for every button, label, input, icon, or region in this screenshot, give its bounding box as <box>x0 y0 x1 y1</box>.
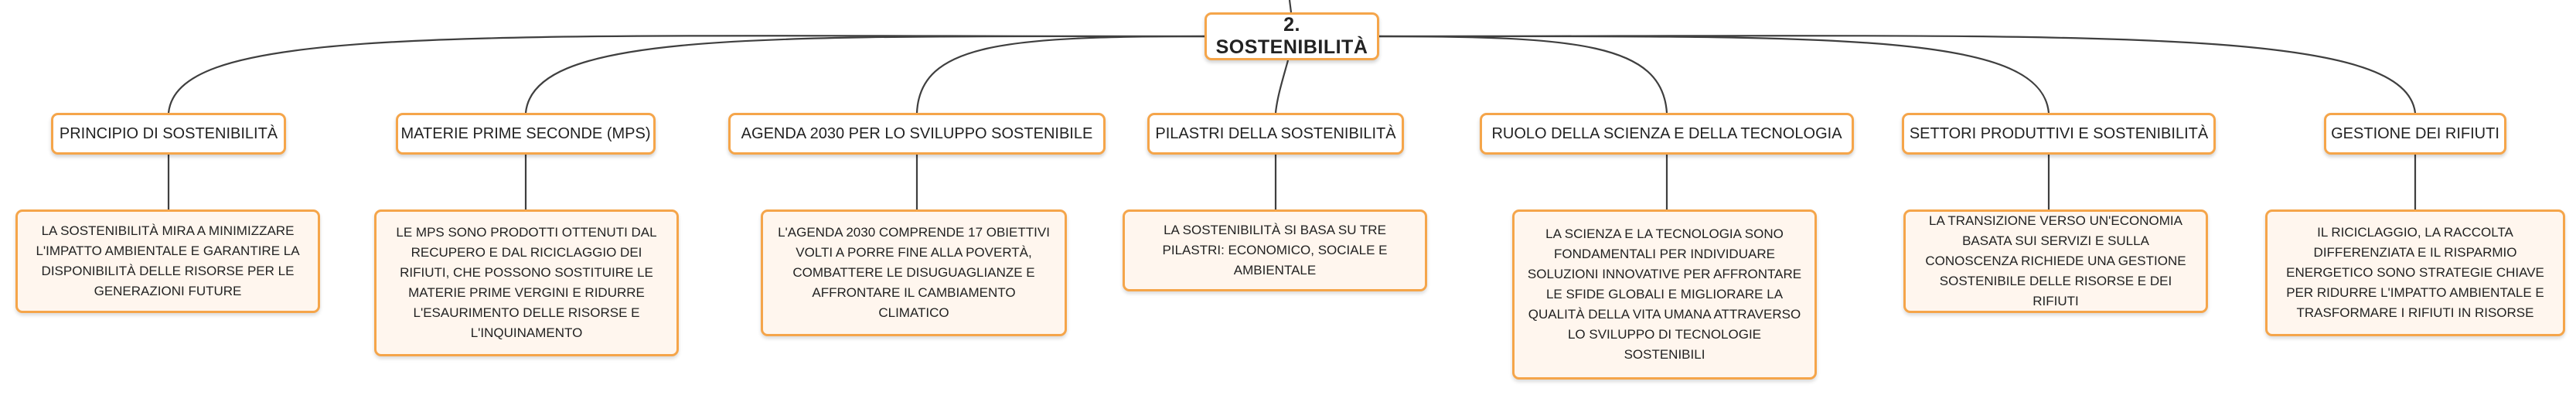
detail-materie-prime-seconde[interactable]: LE MPS SONO PRODOTTI OTTENUTI DAL RECUPE… <box>374 209 679 356</box>
topic-pilastri-sostenibilita[interactable]: PILASTRI DELLA SOSTENIBILITÀ <box>1147 113 1404 155</box>
connector-root-topic-5 <box>1378 35 1668 114</box>
central-topic-label: 2. SOSTENIBILITÀ <box>1215 14 1368 58</box>
detail-text: IL RICICLAGGIO, LA RACCOLTA DIFFERENZIAT… <box>2286 225 2544 320</box>
connector-root-topic-2 <box>524 35 1205 114</box>
topic-label: MATERIE PRIME SECONDE (MPS) <box>400 124 651 142</box>
detail-principio-sostenibilita[interactable]: LA SOSTENIBILITÀ MIRA A MINIMIZZARE L'IM… <box>15 209 320 313</box>
topic-settori-produttivi[interactable]: SETTORI PRODUTTIVI E SOSTENIBILITÀ <box>1902 113 2216 155</box>
topic-label: PRINCIPIO DI SOSTENIBILITÀ <box>59 124 278 142</box>
connector-root-topic-4 <box>1274 60 1290 114</box>
detail-text: LA SOSTENIBILITÀ MIRA A MINIMIZZARE L'IM… <box>36 223 300 298</box>
root-stub-line <box>1288 0 1293 13</box>
topic-label: PILASTRI DELLA SOSTENIBILITÀ <box>1155 124 1396 142</box>
topic-label: AGENDA 2030 PER LO SVILUPPO SOSTENIBILE <box>741 124 1093 142</box>
detail-gestione-rifiuti[interactable]: IL RICICLAGGIO, LA RACCOLTA DIFFERENZIAT… <box>2265 209 2565 336</box>
detail-text: LA TRANSIZIONE VERSO UN'ECONOMIA BASATA … <box>1925 213 2186 308</box>
topic-principio-sostenibilita[interactable]: PRINCIPIO DI SOSTENIBILITÀ <box>51 113 286 155</box>
connector-root-topic-1 <box>167 35 1205 114</box>
detail-text: LA SOSTENIBILITÀ SI BASA SU TRE PILASTRI… <box>1162 223 1388 278</box>
detail-text: LE MPS SONO PRODOTTI OTTENUTI DAL RECUPE… <box>396 225 657 340</box>
topic-label: GESTIONE DEI RIFIUTI <box>2331 124 2499 142</box>
topic-materie-prime-seconde[interactable]: MATERIE PRIME SECONDE (MPS) <box>396 113 656 155</box>
topic-label: RUOLO DELLA SCIENZA E DELLA TECNOLOGIA <box>1491 124 1842 142</box>
detail-text: LA SCIENZA E LA TECNOLOGIA SONO FONDAMEN… <box>1527 226 1802 362</box>
topic-gestione-rifiuti[interactable]: GESTIONE DEI RIFIUTI <box>2324 113 2506 155</box>
connector-root-topic-7 <box>1378 35 2417 114</box>
detail-text: L'AGENDA 2030 COMPRENDE 17 OBIETTIVI VOL… <box>778 225 1050 320</box>
topic-agenda-2030[interactable]: AGENDA 2030 PER LO SVILUPPO SOSTENIBILE <box>728 113 1106 155</box>
connector-root-topic-3 <box>915 35 1205 114</box>
topic-label: SETTORI PRODUTTIVI E SOSTENIBILITÀ <box>1909 124 2209 142</box>
detail-ruolo-scienza-tecnologia[interactable]: LA SCIENZA E LA TECNOLOGIA SONO FONDAMEN… <box>1512 209 1817 380</box>
detail-settori-produttivi[interactable]: LA TRANSIZIONE VERSO UN'ECONOMIA BASATA … <box>1903 209 2208 313</box>
connector-root-topic-6 <box>1378 35 2050 114</box>
detail-agenda-2030[interactable]: L'AGENDA 2030 COMPRENDE 17 OBIETTIVI VOL… <box>761 209 1067 336</box>
topic-ruolo-scienza-tecnologia[interactable]: RUOLO DELLA SCIENZA E DELLA TECNOLOGIA <box>1480 113 1854 155</box>
detail-pilastri-sostenibilita[interactable]: LA SOSTENIBILITÀ SI BASA SU TRE PILASTRI… <box>1123 209 1427 291</box>
central-topic[interactable]: 2. SOSTENIBILITÀ <box>1205 12 1379 60</box>
